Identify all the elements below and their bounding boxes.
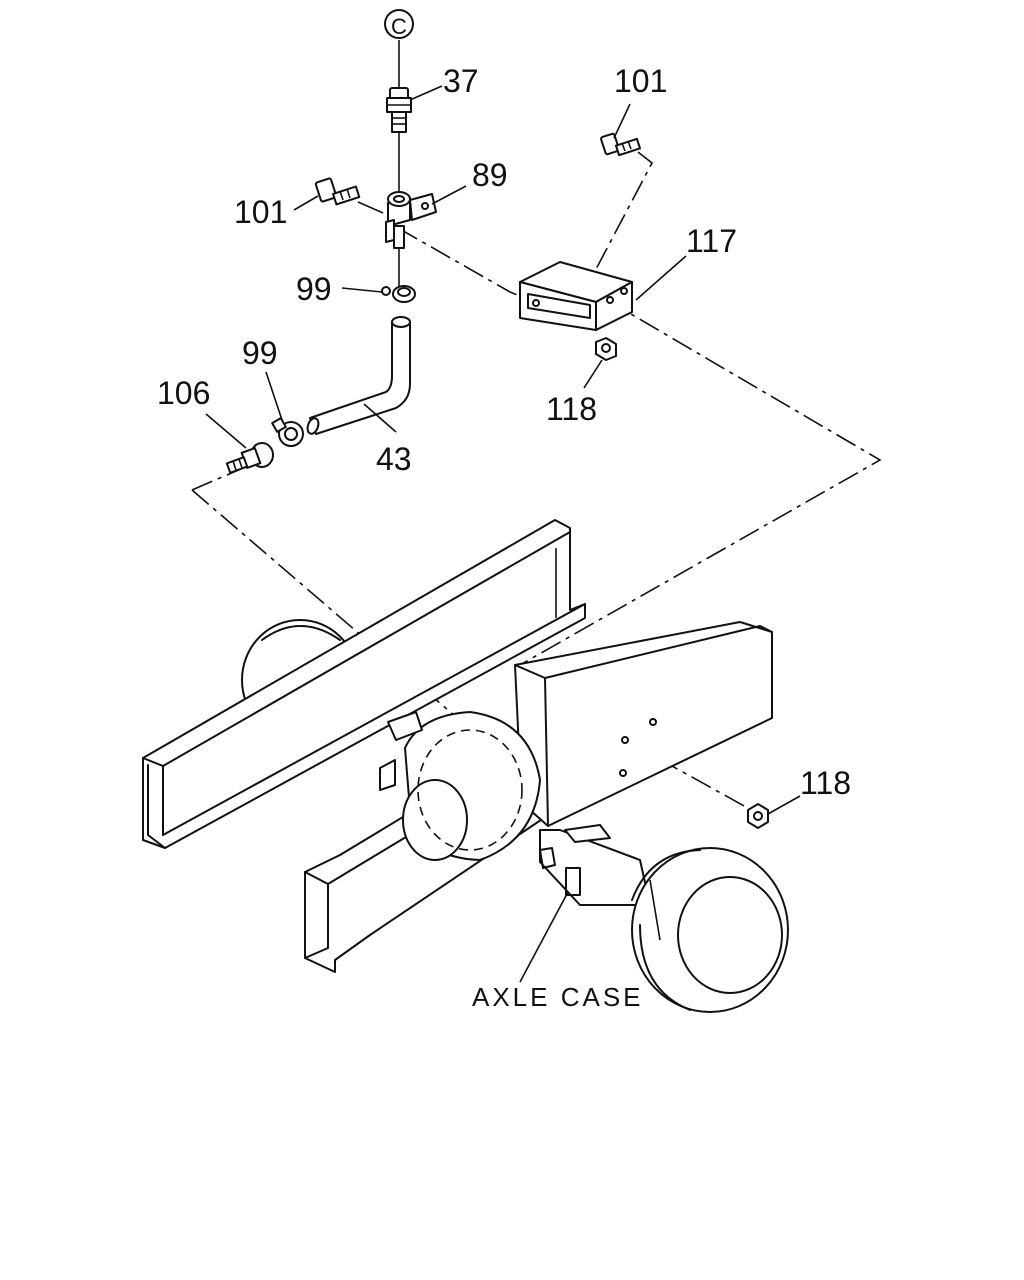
part-37-connector — [386, 87, 412, 133]
callout-101-left: 101 — [234, 194, 287, 230]
part-99-clamp-lower — [271, 417, 304, 447]
part-117-bracket — [519, 261, 633, 331]
callout-89: 89 — [472, 157, 508, 193]
callout-99-upper: 99 — [296, 271, 332, 307]
callout-117: 117 — [686, 223, 737, 259]
chassis-and-axle — [142, 519, 789, 1013]
callout-99-lower: 99 — [242, 335, 278, 371]
c-marker-label: C — [391, 14, 407, 39]
callout-118-lower: 118 — [800, 765, 851, 801]
part-118-nut-lower — [747, 803, 769, 829]
callout-106: 106 — [157, 375, 210, 411]
part-101-bolt-top — [600, 132, 642, 157]
c-marker: C — [384, 9, 414, 39]
callout-43: 43 — [376, 441, 412, 477]
callout-37: 37 — [443, 63, 479, 99]
leader-lines — [205, 85, 801, 983]
callout-labels: 37 101 89 101 117 99 99 106 118 43 118 A… — [157, 63, 851, 1012]
part-101-bolt-left — [314, 177, 361, 206]
callout-118-upper: 118 — [546, 391, 597, 427]
part-43-hose — [306, 316, 411, 435]
callout-101-top: 101 — [614, 63, 667, 99]
part-118-nut-upper — [595, 337, 617, 361]
part-106-fitting — [225, 442, 274, 474]
axle-case-label: AXLE CASE — [472, 982, 644, 1012]
part-89-clip — [385, 191, 437, 249]
part-99-clamp-upper — [381, 285, 416, 303]
